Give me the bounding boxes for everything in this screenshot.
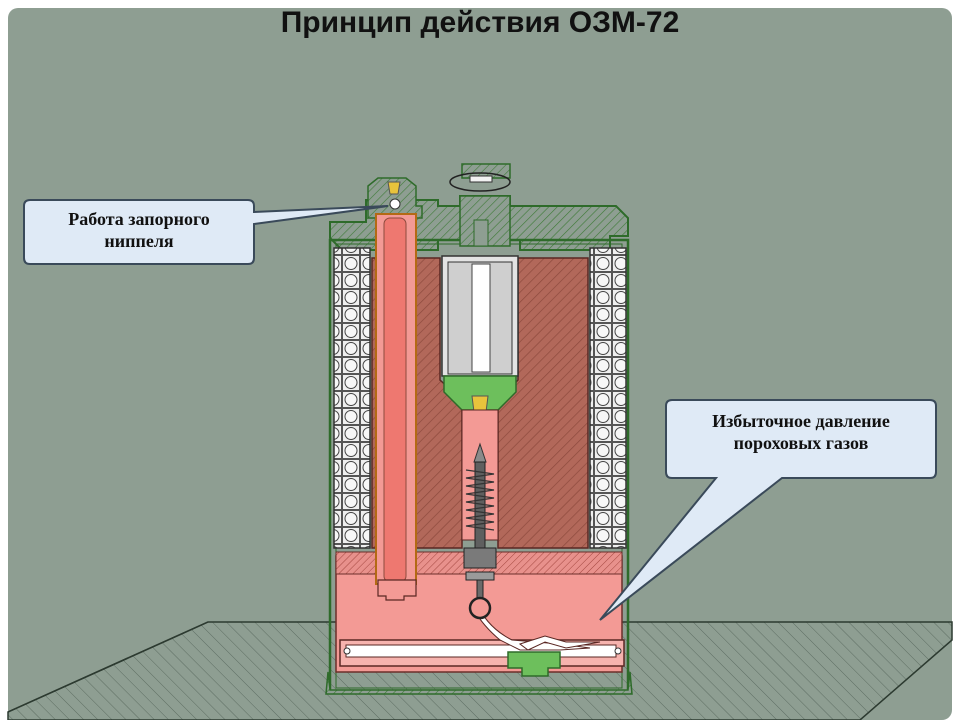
- callout-nipple-bubble: [23, 199, 389, 265]
- slide-title: Принцип действия ОЗМ-72: [280, 6, 680, 39]
- callout-gas-text: Избыточное давление пороховых газов: [712, 411, 890, 453]
- fuze-well: [441, 255, 519, 620]
- fragment-columns: [333, 247, 627, 549]
- callout-gas-bubble: [599, 399, 937, 621]
- callout-nipple-text: Работа запорного ниппеля: [68, 209, 210, 251]
- shutoff-nipple-tube: [367, 177, 423, 601]
- fuze-head: [449, 163, 511, 247]
